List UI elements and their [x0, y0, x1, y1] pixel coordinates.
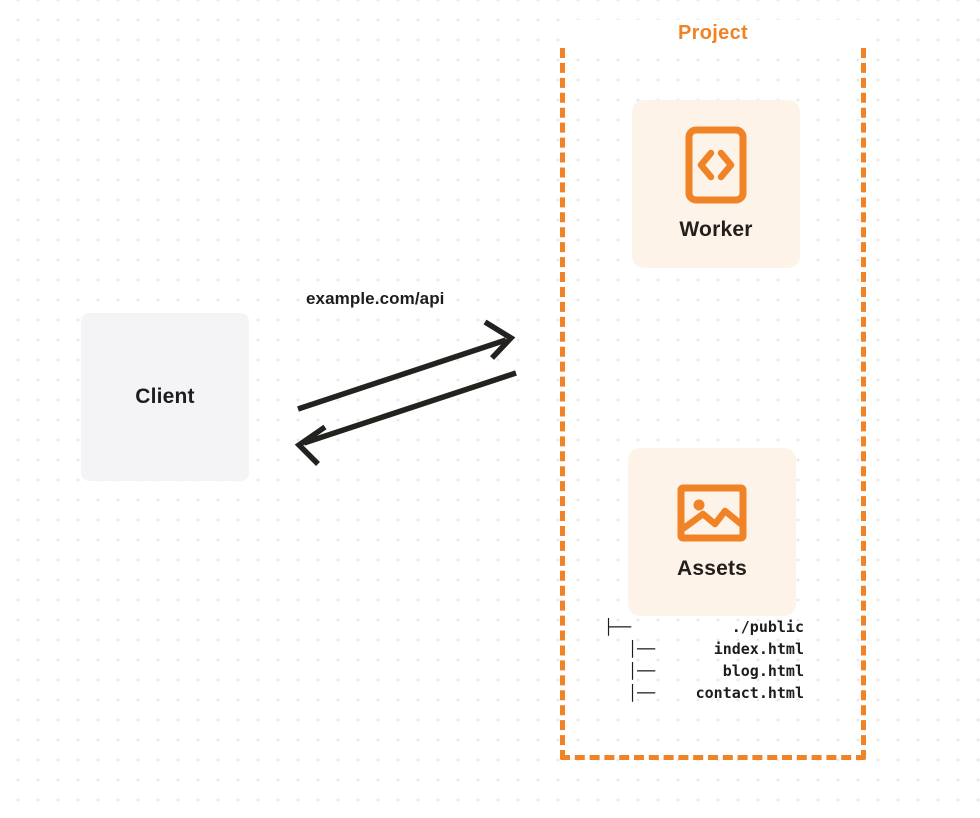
client-node-label: Client	[135, 385, 195, 408]
client-node: Client	[81, 313, 249, 481]
tree-item-name: blog.html	[722, 662, 804, 680]
file-tree-row: │── index.html	[604, 638, 804, 660]
file-tree-row: │── contact.html	[604, 682, 804, 704]
tree-branch-glyph: ├──	[604, 618, 632, 636]
code-brackets-icon	[685, 126, 747, 204]
worker-card[interactable]: Worker	[632, 100, 800, 268]
assets-card[interactable]: Assets	[628, 448, 796, 616]
image-picture-icon	[677, 484, 747, 542]
connection-arrows	[294, 319, 517, 466]
assets-file-tree: ├── ./public │── index.html │── blog.htm…	[604, 616, 804, 704]
assets-card-label: Assets	[676, 557, 748, 580]
worker-card-label: Worker	[679, 218, 753, 241]
tree-item-name: contact.html	[695, 684, 804, 702]
request-arrow	[297, 319, 516, 412]
file-tree-row: │── blog.html	[604, 660, 804, 682]
connection-label: example.com/api	[306, 289, 445, 308]
tree-branch-glyph: │──	[628, 640, 656, 658]
project-title: Project	[560, 20, 866, 46]
tree-item-name: ./public	[731, 618, 804, 636]
tree-branch-glyph: │──	[628, 662, 656, 680]
file-tree-row: ├── ./public	[604, 616, 804, 638]
tree-branch-glyph: │──	[628, 684, 656, 702]
project-title-text: Project	[672, 22, 754, 44]
tree-item-name: index.html	[713, 640, 804, 658]
response-arrow	[294, 370, 517, 466]
